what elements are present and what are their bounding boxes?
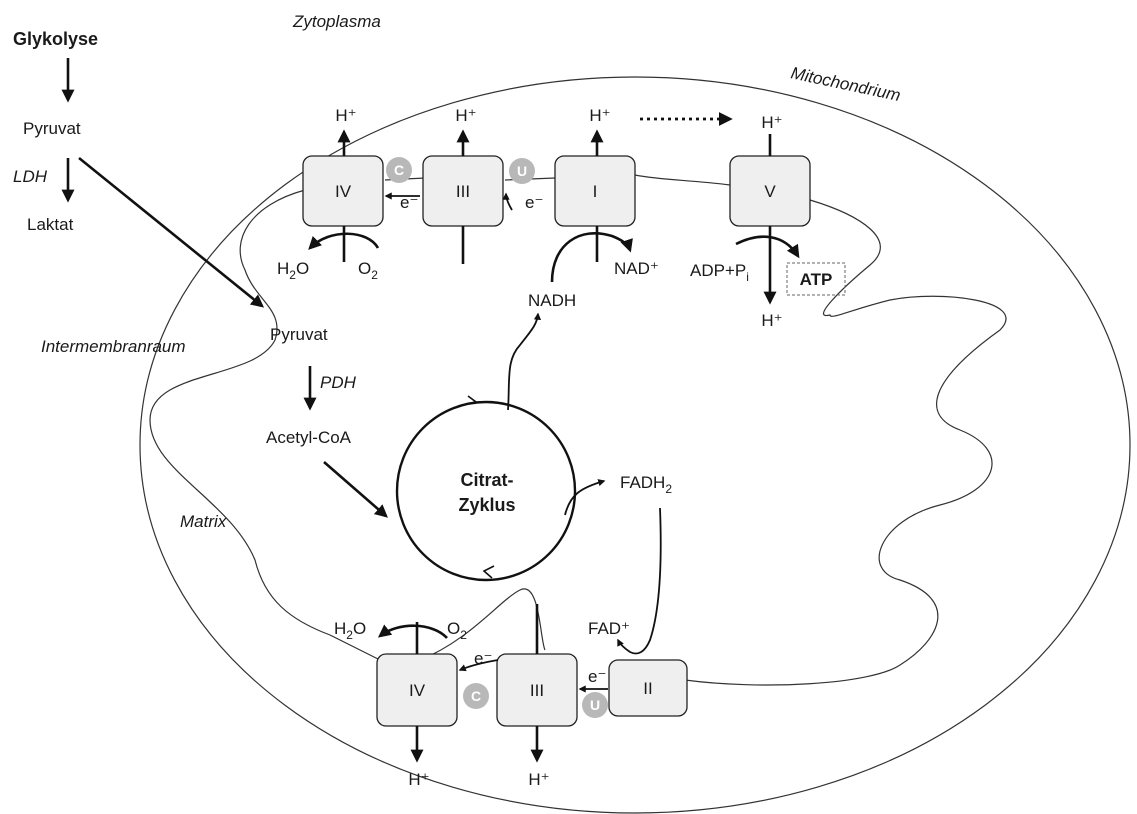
cycle-arrow-top xyxy=(465,395,478,405)
cycle-to-fadh2-arrow xyxy=(564,479,606,516)
citrate-cycle xyxy=(395,400,577,582)
ubiquinone-bottom xyxy=(582,692,608,718)
atp-label: ATP xyxy=(800,270,833,289)
zytoplasma: Zytoplasma xyxy=(292,12,381,31)
h2o-top: H2O xyxy=(277,259,309,282)
nadh: NADH xyxy=(528,291,576,310)
acetyl-coa: Acetyl-CoA xyxy=(266,428,352,447)
electron-label-iv-top: e⁻ xyxy=(400,193,418,212)
electron-label-iii-bottom: e⁻ xyxy=(588,667,606,686)
fadh2-to-fad-arrow xyxy=(617,507,662,655)
ubiquinone-top-label: U xyxy=(517,163,527,179)
pdh: PDH xyxy=(320,373,357,392)
pyruvat-top: Pyruvat xyxy=(23,119,81,138)
h-plus-iv-bottom: H⁺ xyxy=(408,770,429,789)
complex-i-top xyxy=(554,155,636,227)
acetyl-coa-arrow xyxy=(323,461,388,518)
o2-top: O2 xyxy=(358,259,378,282)
citrat-line1: Citrat- xyxy=(461,470,514,490)
h-plus-iv-top: H⁺ xyxy=(335,106,356,125)
cytochrome-c-top xyxy=(386,157,412,183)
complex-ii-bottom xyxy=(608,659,688,717)
o2-to-h2o-arrow-bottom xyxy=(377,624,448,639)
complex-ii-bottom-label: II xyxy=(643,679,652,698)
outer-membrane xyxy=(139,76,1131,814)
complex-iii-bottom-label: III xyxy=(530,681,544,700)
cytochrome-c-bottom-label: C xyxy=(471,688,481,704)
adp-to-atp-arrow xyxy=(735,235,800,259)
cycle-arrow-bottom xyxy=(482,565,495,579)
nad-plus: NAD⁺ xyxy=(614,259,659,278)
o2-to-h2o-arrow-top xyxy=(308,232,380,250)
fadh2: FADH2 xyxy=(620,473,672,496)
pyruvat-inner: Pyruvat xyxy=(270,325,328,344)
complex-iv-top-label: IV xyxy=(335,182,352,201)
complex-i-top-label: I xyxy=(593,182,598,201)
intermembranraum: Intermembranraum xyxy=(41,337,186,356)
adp-pi: ADP+Pi xyxy=(690,261,749,284)
ubiquinone-top xyxy=(509,158,535,184)
inner-membrane xyxy=(149,174,1007,686)
mitochondrium: Mitochondrium xyxy=(789,63,902,105)
citrat-line2: Zyklus xyxy=(458,495,515,515)
h2o-bottom: H2O xyxy=(334,619,366,642)
ldh: LDH xyxy=(13,167,48,186)
complex-v-top-label: V xyxy=(764,182,776,201)
h-plus-iii-top: H⁺ xyxy=(455,106,476,125)
electron-label-iii-top: e⁻ xyxy=(525,193,543,212)
h-plus-v-top: H⁺ xyxy=(761,113,782,132)
cytochrome-c-top-label: C xyxy=(394,162,404,178)
h-plus-iii-bottom: H⁺ xyxy=(528,770,549,789)
complex-iv-bottom-label: IV xyxy=(409,681,426,700)
complex-iii-top-label: III xyxy=(456,182,470,201)
matrix: Matrix xyxy=(180,512,227,531)
fad-plus: FAD⁺ xyxy=(588,619,630,638)
ubiquinone-bottom-label: U xyxy=(590,697,600,713)
o2-bottom: O2 xyxy=(447,619,467,642)
h-plus-v-bottom: H⁺ xyxy=(761,311,782,330)
h-plus-i-top: H⁺ xyxy=(589,106,610,125)
nadh-to-nad-arrow xyxy=(550,231,633,283)
cycle-to-nadh-arrow xyxy=(507,312,542,411)
glykolyse: Glykolyse xyxy=(13,29,98,49)
laktat: Laktat xyxy=(27,215,74,234)
electron-arrow-iv-bottom xyxy=(458,659,499,672)
electron-arrow-iii-top xyxy=(502,192,513,211)
cytochrome-c-bottom xyxy=(463,683,489,709)
pyruvat-transport-arrow xyxy=(78,156,265,308)
